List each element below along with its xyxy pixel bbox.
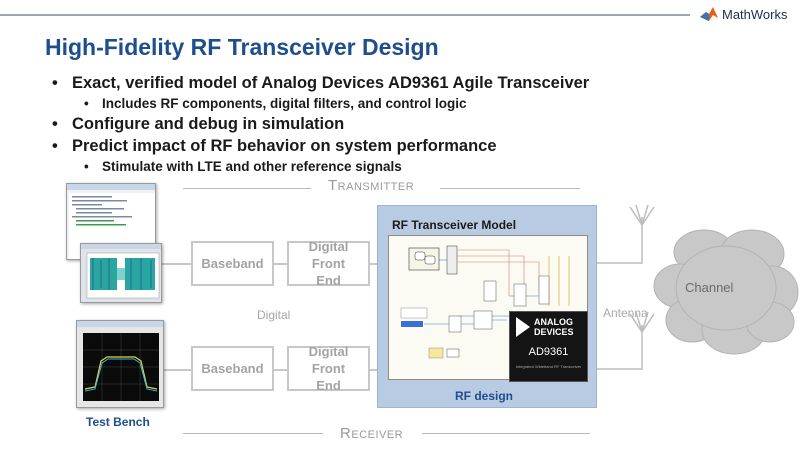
bullet-item: Configure and debug in simulation: [52, 113, 589, 135]
bullet-item: Predict impact of RF behavior on system …: [52, 135, 589, 157]
spectrum-screenshot: [80, 243, 162, 303]
bullet-item: Exact, verified model of Analog Devices …: [52, 72, 589, 94]
receiver-label: Receiver: [340, 425, 404, 442]
tx-connector-1: [162, 263, 191, 265]
membrane-logo-icon: [700, 7, 718, 21]
rx-digital-front-end-block: Digital Front End: [287, 344, 370, 393]
tx-connector-2: [274, 263, 287, 265]
simulink-model-screenshot: [388, 235, 588, 380]
brand-logo: MathWorks: [700, 4, 788, 24]
chip-brand: ANALOG DEVICES: [534, 317, 574, 337]
channel-cloud-icon: [653, 229, 799, 355]
spectrum-thumbnail: [81, 244, 161, 299]
rx-connector-2: [274, 369, 287, 371]
transmitter-guide-left: [183, 188, 311, 189]
scope-thumbnail: [77, 321, 163, 401]
tx-baseband-block: Baseband: [191, 241, 274, 286]
brand-name: MathWorks: [722, 6, 788, 22]
bullet-list: Exact, verified model of Analog Devices …: [52, 72, 589, 176]
chip-subtitle: Integrated Wideband RF Transceiver: [515, 364, 582, 369]
chip-brand-line2: DEVICES: [534, 327, 574, 337]
rx-frontend-label: Digital Front End: [308, 344, 349, 393]
scope-screenshot: [76, 320, 164, 408]
sub-bullet-item: Includes RF components, digital filters,…: [52, 94, 589, 113]
slide-title: High-Fidelity RF Transceiver Design: [45, 34, 439, 60]
tx-connector-3: [370, 263, 378, 265]
header-rule: [0, 14, 690, 16]
transmitter-guide-right: [440, 188, 580, 189]
transmitter-label: Transmitter: [328, 177, 415, 194]
chip-brand-line1: ANALOG: [534, 317, 573, 327]
rf-model-title: RF Transceiver Model: [392, 218, 517, 232]
tx-antenna-icon: [629, 204, 655, 228]
receiver-guide-right: [422, 433, 590, 434]
rx-connector-3: [370, 369, 378, 371]
antenna-connections: [597, 217, 643, 370]
analog-devices-logo-icon: [516, 317, 530, 337]
channel-label: Channel: [685, 280, 734, 295]
rx-baseband-block: Baseband: [191, 346, 274, 391]
rf-design-label: RF design: [455, 389, 514, 403]
receiver-guide-left: [183, 433, 323, 434]
tx-frontend-label: Digital Front End: [308, 239, 349, 288]
rx-connector-1: [162, 369, 191, 371]
antenna-label: Antenna: [603, 306, 648, 320]
rx-antenna-icon: [629, 311, 655, 335]
test-bench-label: Test Bench: [86, 415, 150, 429]
tx-digital-front-end-block: Digital Front End: [287, 239, 370, 288]
ad9361-chip: ANALOG DEVICES AD9361 Integrated Wideban…: [509, 311, 588, 382]
sub-bullet-item: Stimulate with LTE and other reference s…: [52, 157, 589, 176]
digital-label: Digital: [257, 308, 291, 322]
chip-part-number: AD9361: [528, 346, 569, 358]
